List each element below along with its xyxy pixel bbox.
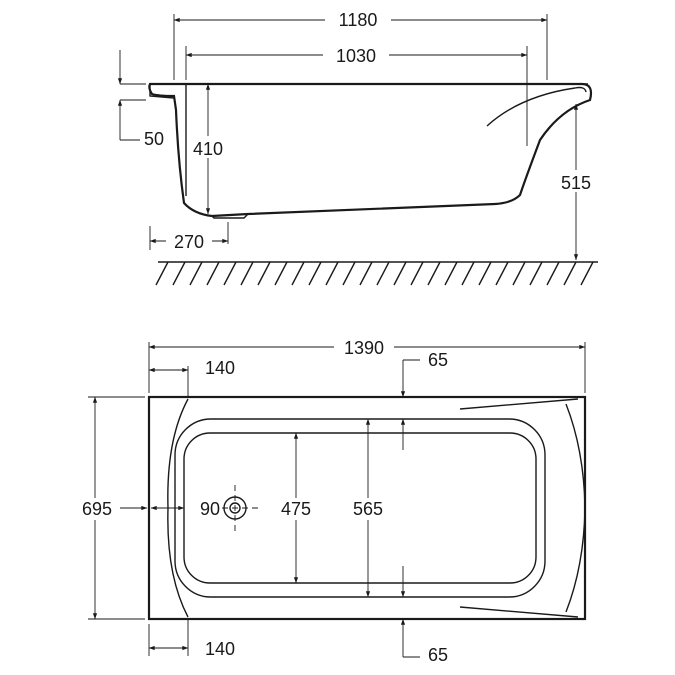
floor-hatch-mark bbox=[461, 261, 475, 286]
backrest-wave-bottom bbox=[459, 606, 579, 618]
floor-hatch-mark bbox=[427, 261, 441, 286]
floor-hatch-mark bbox=[563, 261, 577, 286]
dim-410-label: 410 bbox=[193, 139, 223, 159]
dim-65-bottom-label: 65 bbox=[428, 645, 448, 665]
backrest-curve bbox=[486, 86, 587, 127]
dim-1180-label: 1180 bbox=[339, 10, 378, 30]
floor-hatch-mark bbox=[410, 261, 424, 286]
floor-hatch-mark bbox=[240, 261, 254, 286]
dim-90-label: 90 bbox=[200, 499, 220, 519]
right-end-curve bbox=[565, 403, 586, 613]
dim-270-label: 270 bbox=[174, 232, 204, 252]
floor-hatch-mark bbox=[529, 261, 543, 286]
floor-hatch-mark bbox=[444, 261, 458, 286]
floor-hatch-mark bbox=[376, 261, 390, 286]
tub-foot bbox=[211, 213, 249, 219]
floor-hatch-mark bbox=[342, 261, 356, 286]
plan-view: 1390 140 140 65 65 695 90 475 bbox=[72, 336, 587, 665]
floor-hatch-mark bbox=[308, 261, 322, 286]
floor-hatch-mark bbox=[223, 261, 237, 286]
floor-hatch-mark bbox=[393, 261, 407, 286]
floor-hatch bbox=[155, 261, 598, 286]
dim-695-label: 695 bbox=[82, 499, 112, 519]
floor-hatch-mark bbox=[291, 261, 305, 286]
dim-475-label: 475 bbox=[281, 499, 311, 519]
dim-140-top-label: 140 bbox=[205, 358, 235, 378]
backrest-wave-top bbox=[459, 398, 579, 410]
dim-565-label: 565 bbox=[353, 499, 383, 519]
floor-hatch-mark bbox=[512, 261, 526, 286]
floor-hatch-mark bbox=[155, 261, 169, 286]
floor-hatch-mark bbox=[546, 261, 560, 286]
floor-hatch-mark bbox=[325, 261, 339, 286]
floor-hatch-mark bbox=[478, 261, 492, 286]
rim-lip bbox=[149, 84, 175, 99]
floor-hatch-mark bbox=[172, 261, 186, 286]
floor-hatch-mark bbox=[359, 261, 373, 286]
floor-hatch-mark bbox=[189, 261, 203, 286]
floor-hatch-mark bbox=[257, 261, 271, 286]
floor-hatch-mark bbox=[206, 261, 220, 286]
dim-65-top-label: 65 bbox=[428, 350, 448, 370]
dim-1390-label: 1390 bbox=[344, 338, 384, 358]
side-view: 1180 1030 50 410 515 270 bbox=[117, 8, 598, 286]
floor-hatch-mark bbox=[495, 261, 509, 286]
dim-1030-label: 1030 bbox=[336, 46, 376, 66]
dim-50-label: 50 bbox=[144, 129, 164, 149]
floor-hatch-mark bbox=[580, 261, 594, 286]
dim-515-label: 515 bbox=[561, 173, 591, 193]
drain-inner-circle bbox=[229, 502, 241, 514]
floor-hatch-mark bbox=[274, 261, 288, 286]
dim-140-bottom-label: 140 bbox=[205, 639, 235, 659]
